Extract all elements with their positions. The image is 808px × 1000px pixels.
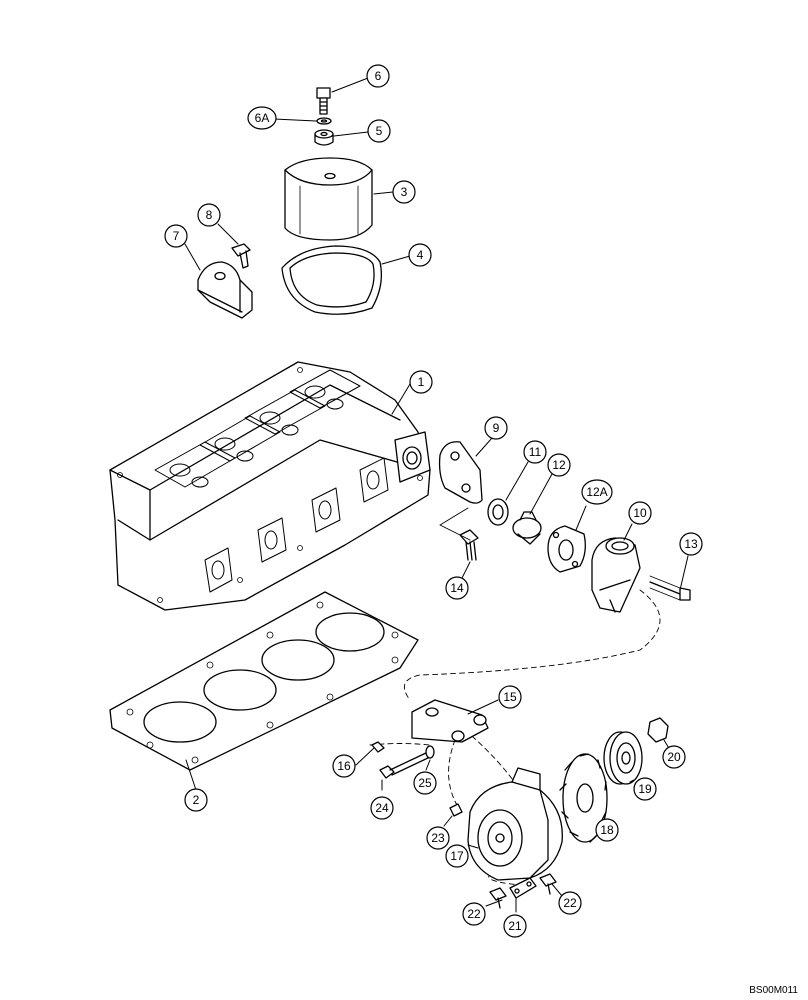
dashed-route-2 — [464, 729, 556, 811]
callout-12: 12 — [547, 453, 571, 477]
callout-15: 15 — [498, 685, 522, 709]
part-25-spacer — [425, 745, 435, 759]
part-20-nut — [647, 717, 669, 743]
dashed-route-1 — [403, 589, 661, 701]
callout-16: 16 — [332, 754, 356, 778]
svg-text:19: 19 — [638, 782, 652, 796]
callout-6: 6 — [366, 64, 390, 88]
svg-text:4: 4 — [417, 248, 424, 262]
callout-24: 24 — [370, 796, 394, 820]
dashed-route-3 — [448, 739, 461, 811]
svg-text:8: 8 — [206, 208, 213, 222]
svg-text:22: 22 — [467, 907, 481, 921]
svg-text:7: 7 — [173, 229, 180, 243]
svg-text:2: 2 — [193, 793, 200, 807]
part-9-gasket — [438, 441, 483, 504]
svg-text:16: 16 — [337, 759, 351, 773]
callout-20: 20 — [662, 745, 686, 769]
part-1-cylinder-head — [109, 361, 431, 611]
callout-7: 7 — [164, 224, 188, 248]
callout-18: 18 — [595, 818, 619, 842]
callout-2: 2 — [184, 788, 208, 812]
svg-text:6A: 6A — [255, 111, 270, 125]
part-23-nut — [449, 803, 463, 817]
callout-22-left: 22 — [462, 902, 486, 926]
svg-text:24: 24 — [375, 801, 389, 815]
leader-lines — [184, 77, 689, 913]
part-2-head-gasket — [109, 591, 419, 771]
svg-text:10: 10 — [633, 506, 647, 520]
part-19-pulley — [603, 731, 643, 785]
part-14-bolt — [459, 529, 479, 561]
svg-text:15: 15 — [503, 690, 517, 704]
svg-text:1: 1 — [418, 375, 425, 389]
callout-6a: 6A — [247, 106, 277, 130]
svg-text:17: 17 — [450, 849, 464, 863]
callout-1: 1 — [409, 370, 433, 394]
svg-text:3: 3 — [401, 185, 408, 199]
callout-25: 25 — [413, 771, 437, 795]
part-11-seal — [487, 498, 509, 526]
callout-13: 13 — [679, 532, 703, 556]
part-3-cover — [284, 157, 373, 241]
part-7-bracket — [197, 261, 253, 319]
callout-14: 14 — [445, 576, 469, 600]
part-8-bolt — [231, 243, 251, 269]
part-5-grommet — [314, 129, 334, 146]
part-13-bolt — [649, 575, 691, 601]
callout-21: 21 — [503, 914, 527, 938]
part-6-bolt — [316, 87, 331, 115]
callouts: 6 6A 5 3 8 7 4 1 — [164, 64, 703, 938]
svg-text:5: 5 — [376, 124, 383, 138]
callout-8: 8 — [197, 203, 221, 227]
callout-22-right: 22 — [558, 891, 582, 915]
part-24-bolt — [379, 751, 431, 779]
part-17-alternator — [467, 767, 563, 881]
svg-text:12: 12 — [552, 458, 566, 472]
part-4-gasket — [281, 245, 383, 315]
svg-text:9: 9 — [493, 421, 500, 435]
part-15-bracket — [411, 699, 489, 743]
callout-17: 17 — [445, 844, 469, 868]
callout-23: 23 — [426, 826, 450, 850]
callout-5: 5 — [367, 119, 391, 143]
part-22-bolt-right — [539, 873, 557, 895]
svg-text:11: 11 — [529, 445, 542, 459]
part-22-bolt-left — [489, 887, 507, 909]
callout-11: 11 — [523, 440, 547, 464]
leader-14-lines — [439, 507, 471, 541]
svg-text:12A: 12A — [586, 485, 607, 499]
svg-text:6: 6 — [375, 69, 382, 83]
part-10-housing — [591, 537, 641, 613]
svg-text:25: 25 — [418, 776, 432, 790]
svg-text:21: 21 — [508, 919, 522, 933]
svg-text:20: 20 — [667, 750, 681, 764]
svg-text:18: 18 — [600, 823, 614, 837]
svg-text:22: 22 — [563, 896, 577, 910]
part-18-fan — [559, 753, 608, 843]
svg-text:14: 14 — [450, 581, 464, 595]
part-21-strap — [509, 877, 537, 899]
callout-10: 10 — [628, 501, 652, 525]
reference-code: BS00M011 — [749, 985, 798, 996]
part-12a-gasket — [547, 525, 586, 573]
callout-12a: 12A — [581, 479, 613, 505]
callout-19: 19 — [633, 777, 657, 801]
callout-9: 9 — [484, 416, 508, 440]
svg-text:23: 23 — [431, 831, 445, 845]
part-12-thermostat — [512, 511, 542, 545]
callout-4: 4 — [408, 243, 432, 267]
svg-text:13: 13 — [684, 537, 698, 551]
part-6a-washer — [316, 117, 332, 125]
part-16-bolt — [371, 741, 385, 753]
callout-3: 3 — [392, 180, 416, 204]
